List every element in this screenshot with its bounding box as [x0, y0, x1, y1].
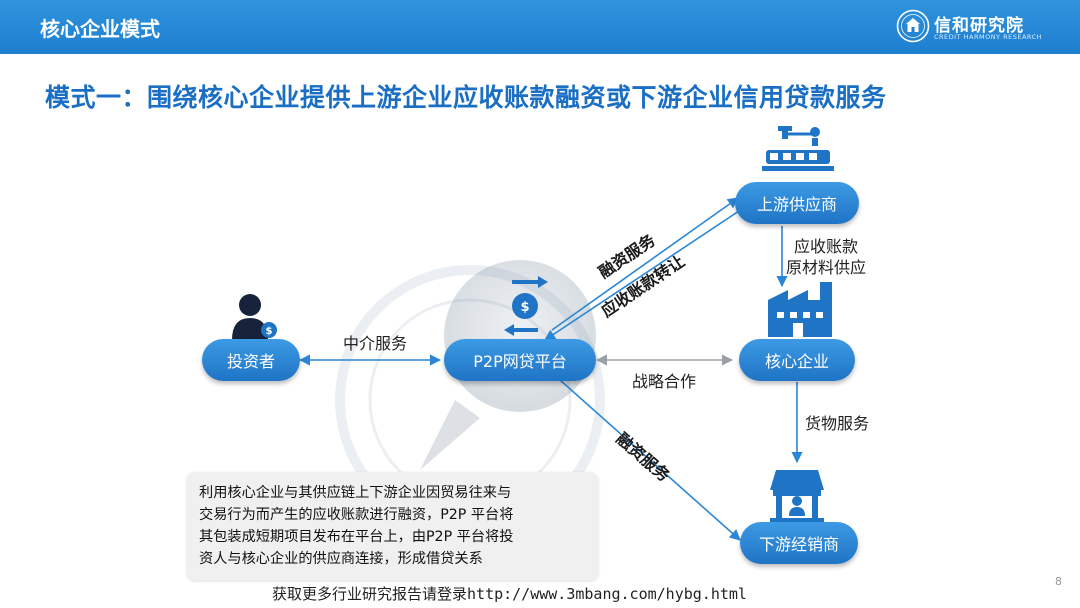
label-goods: 货物服务: [805, 414, 870, 433]
description-line: 资人与核心企业的供应商连接，形成借贷关系: [199, 551, 483, 567]
investor-person-icon: $: [232, 294, 277, 340]
slide-subtitle: 模式一：围绕核心企业提供上游企业应收账款融资或下游企业信用贷款服务: [45, 83, 887, 112]
header-title: 核心企业模式: [40, 17, 160, 41]
label-strategic: 战略合作: [632, 372, 697, 391]
logo-seal-icon: [896, 9, 930, 43]
edge-receivable-transfer: [544, 206, 746, 341]
label-receivable-supply: 应收账款 原材料供应: [786, 236, 866, 278]
logo: 信和研究院 CREDIT HARMONY RESEARCH: [896, 9, 1046, 47]
core-building-icon: [768, 282, 832, 337]
downstream-shop-icon: [770, 470, 824, 523]
node-downstream: 下游经销商: [740, 522, 858, 564]
label-intermediary: 中介服务: [343, 334, 408, 353]
node-upstream: 上游供应商: [735, 182, 859, 224]
dollar-exchange-icon: $: [504, 276, 548, 336]
description-box: 利用核心企业与其供应链上下游企业因贸易往来与 交易行为而产生的应收账款进行融资，…: [187, 472, 598, 580]
node-core: 核心企业: [739, 339, 855, 381]
edge-financing-up: [551, 197, 739, 331]
label-receivable: 应收账款: [794, 237, 859, 256]
description-line: 交易行为而产生的应收账款进行融资，P2P 平台将: [199, 507, 514, 523]
page-number: 8: [1055, 575, 1062, 588]
footer-link-text: 获取更多行业研究报告请登录http://www.3mbang.com/hybg.…: [272, 585, 747, 603]
svg-text:$: $: [266, 326, 273, 337]
logo-name: 信和研究院: [934, 16, 1024, 36]
upstream-factory-icon: [762, 126, 834, 171]
description-line: 利用核心企业与其供应链上下游企业因贸易往来与: [199, 485, 512, 501]
node-investor: 投资者: [202, 339, 300, 381]
header-bar: 核心企业模式 信和研究院 CREDIT HARMONY RESEARCH: [0, 0, 1080, 54]
label-raw-material: 原材料供应: [786, 258, 867, 277]
svg-text:$: $: [520, 300, 529, 315]
logo-subtitle: CREDIT HARMONY RESEARCH: [934, 33, 1043, 41]
node-platform: P2P网贷平台: [444, 339, 596, 381]
description-line: 其包装成短期项目发布在平台上，由P2P 平台将投: [199, 529, 514, 545]
edge-financing-down: [559, 379, 741, 541]
